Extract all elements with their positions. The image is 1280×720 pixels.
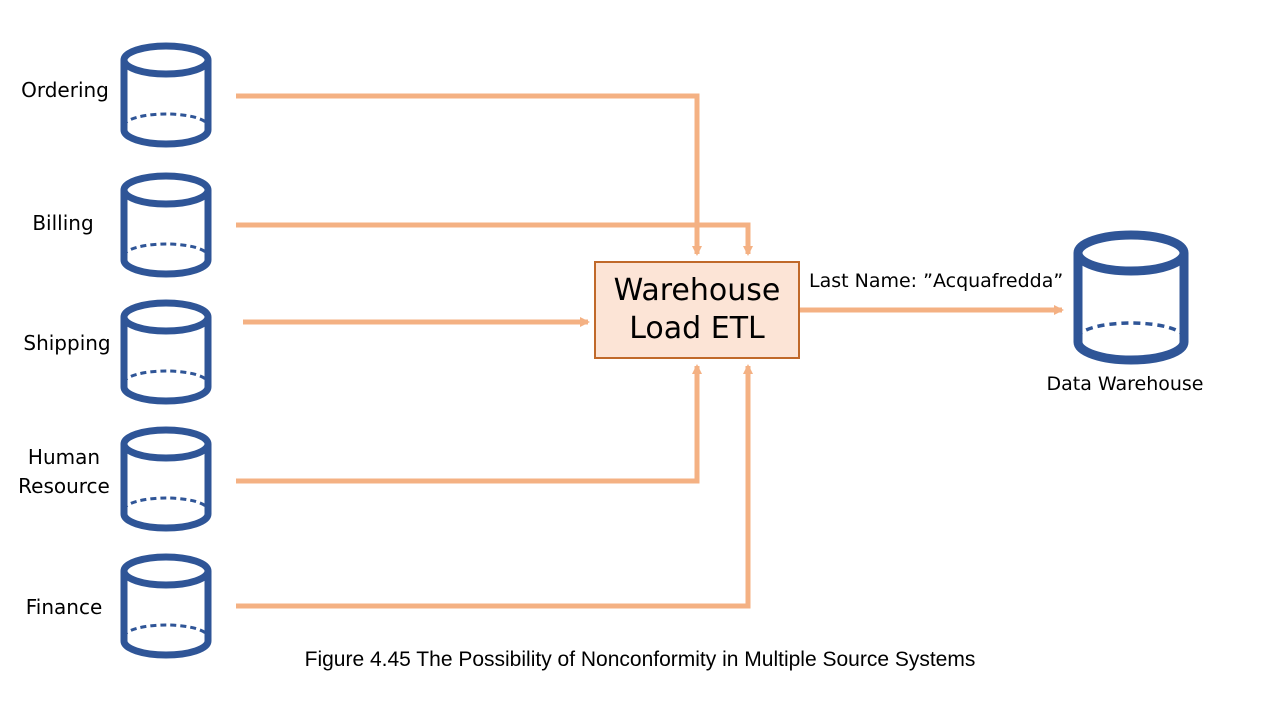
- figure-caption: Figure 4.45 The Possibility of Nonconfor…: [304, 648, 976, 671]
- warehouse-load-etl-box: Warehouse Load ETL: [594, 261, 800, 359]
- shipping-label: Shipping: [23, 331, 111, 355]
- data-warehouse-database-icon: [1073, 230, 1189, 365]
- data-warehouse-label: Data Warehouse: [1046, 373, 1204, 395]
- ordering-to-etl-arrow: [236, 93, 702, 256]
- finance-label: Finance: [25, 595, 103, 619]
- human-resource-database-icon: [120, 426, 212, 532]
- finance-to-etl-arrow: [236, 364, 753, 609]
- ordering-database-icon: [120, 42, 212, 148]
- billing-to-etl-arrow: [236, 222, 753, 256]
- finance-database-icon: [120, 553, 212, 659]
- ordering-label: Ordering: [21, 78, 109, 102]
- billing-database-icon: [120, 172, 212, 278]
- billing-label: Billing: [32, 211, 94, 235]
- human-resource-to-etl-arrow: [236, 364, 702, 484]
- human-resource-label: Human Resource: [18, 445, 110, 498]
- etl-box-label: Warehouse Load ETL: [613, 273, 781, 346]
- shipping-database-icon: [120, 299, 212, 405]
- last-name-edge-label: Last Name: ”Acquafredda”: [809, 270, 1064, 292]
